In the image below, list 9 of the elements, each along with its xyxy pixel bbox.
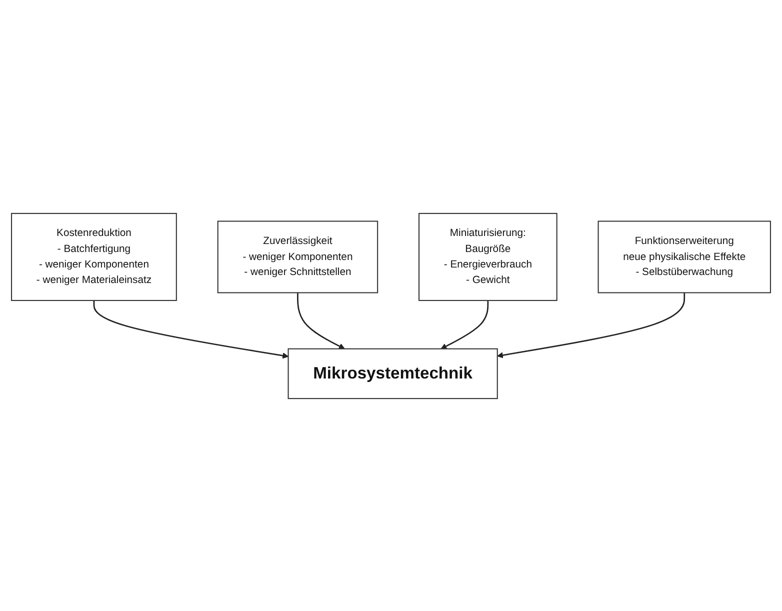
node-box: Mikrosystemtechnik	[288, 348, 498, 399]
arrow	[497, 292, 686, 358]
node-box: Zuverlässigkeit - weniger Komponenten - weniger Schnittstellen	[217, 220, 378, 293]
node-box: Funktionserweiterung neue physikalische Effekte - Selbstüberwachung	[598, 220, 771, 293]
node-box: Kostenreduktion - Batchfertigung - weniger Komponenten - weniger Materialeinsatz	[11, 212, 177, 300]
arrow	[297, 292, 345, 349]
arrow	[440, 300, 489, 349]
arrow	[93, 300, 289, 358]
node-box: Miniaturisierung: Baugröße - Energieverbrauch - Gewicht	[418, 212, 558, 300]
